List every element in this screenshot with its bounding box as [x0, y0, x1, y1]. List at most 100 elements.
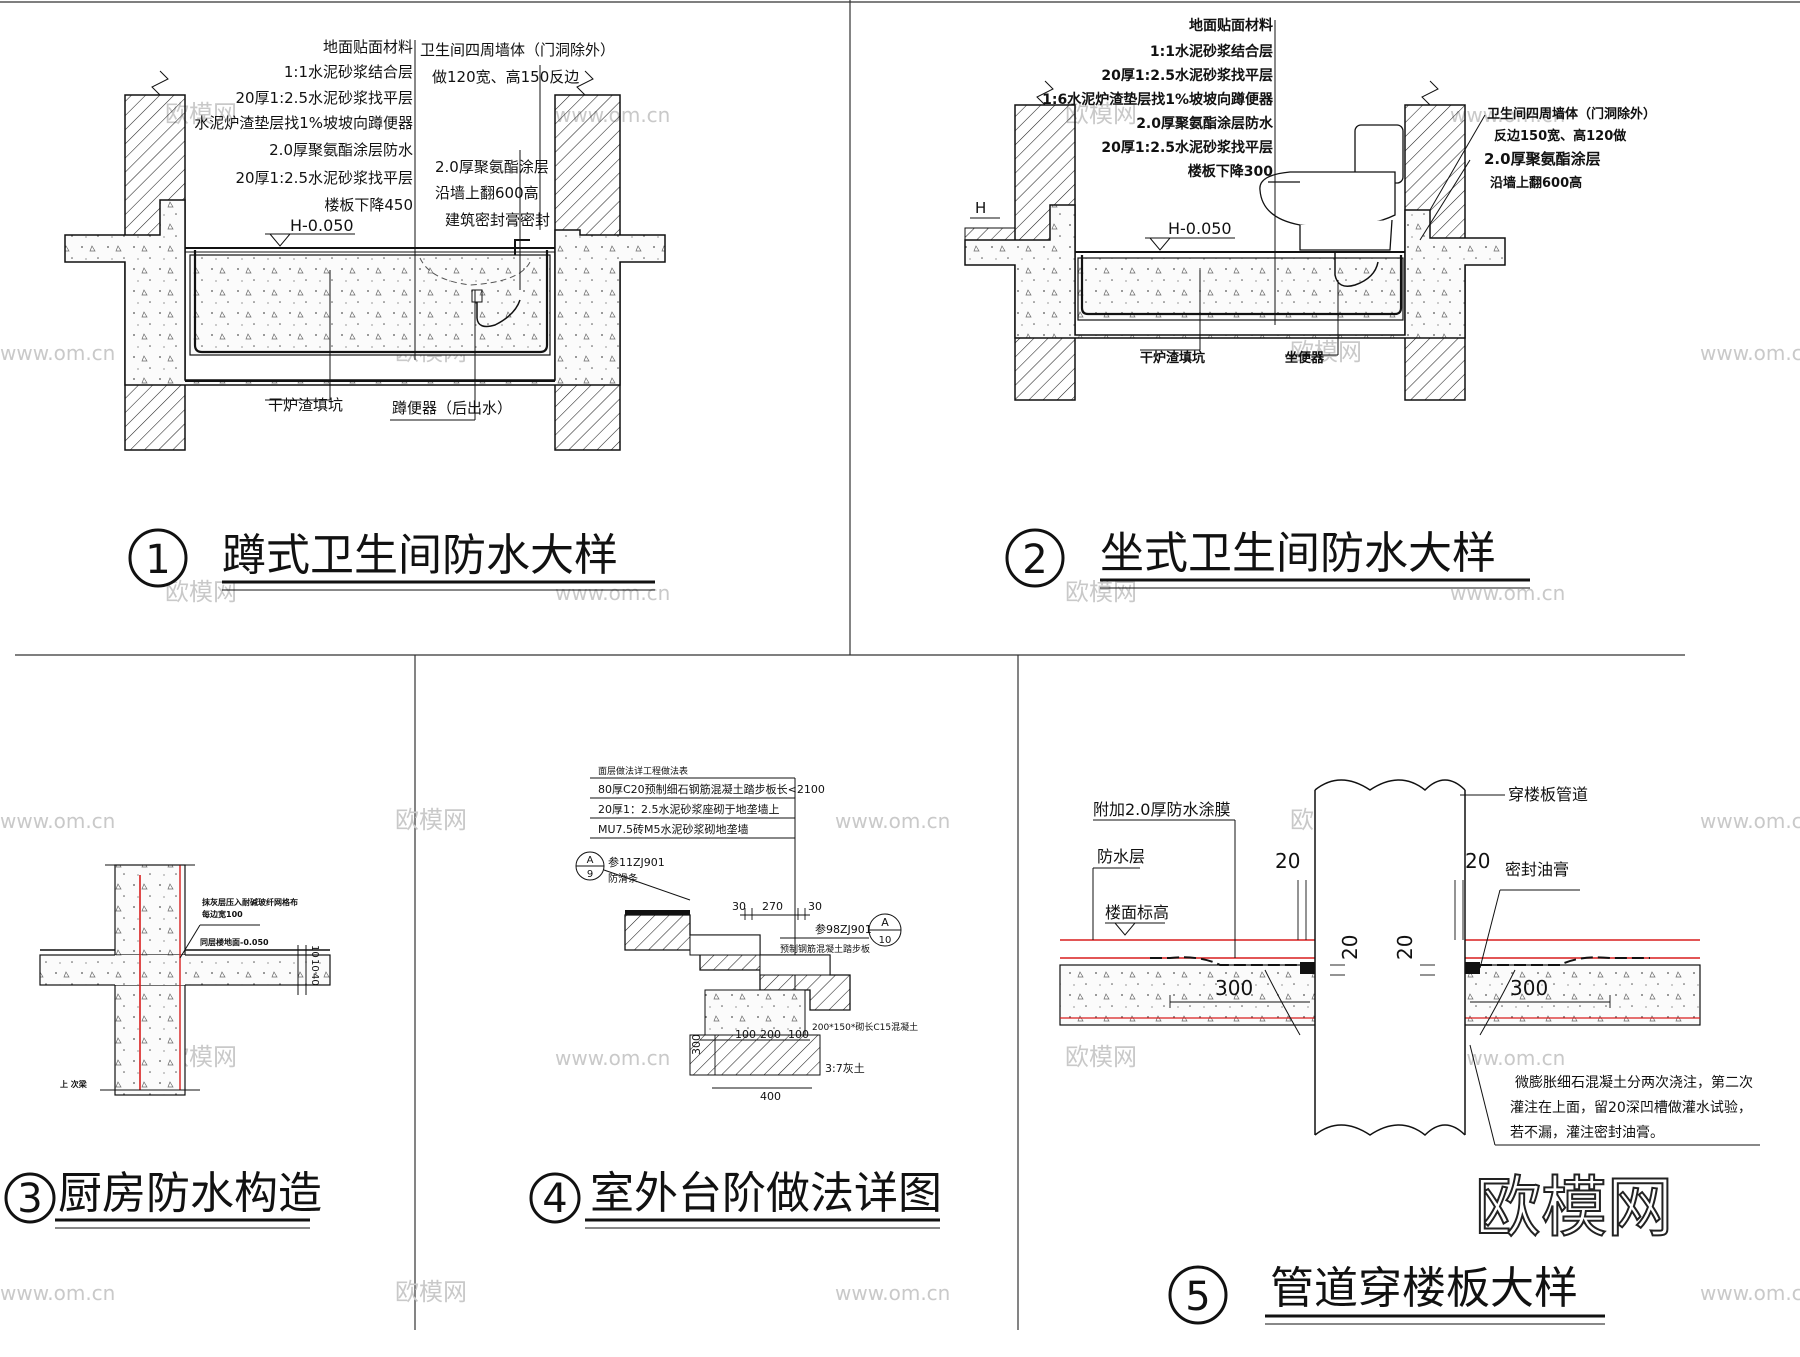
wall-note: 卫生间四周墙体（门洞除外） [1487, 106, 1656, 122]
watermark: www.om.cn [555, 1046, 670, 1070]
dim-label: 20 [1465, 849, 1490, 873]
floor-level-label: 楼面标高 [1105, 903, 1169, 922]
svg-text:9: 9 [587, 869, 593, 880]
dim-label: 100 [735, 1028, 756, 1041]
dim-label: 20 [1393, 935, 1417, 960]
watermark: 欧模网 [395, 806, 467, 834]
layer-label: 20厚1:2.5水泥砂浆找平层 [235, 169, 413, 187]
filled-pit [189, 254, 551, 356]
layer-label: 地面贴面材料 [323, 38, 413, 56]
seal-note: 建筑密封膏密封 [445, 211, 550, 229]
watermark: www.om.cn [835, 1281, 950, 1305]
wall-note: 反边150宽、高120做 [1494, 128, 1626, 144]
dim-label: 20 [1338, 935, 1362, 960]
layer-label: 2.0厚聚氨酯涂层防水 [269, 141, 413, 159]
table-cell: MU7.5砖M5水泥砂浆砌地垄墙 [598, 822, 749, 836]
table-cell: 80厚C20预制细石钢筋混凝土踏步板长<2100 [598, 782, 825, 796]
fill-label: 干炉渣填坑 [1140, 350, 1205, 366]
note-line: 灌注在上面，留20深凹槽做灌水试验， [1510, 1100, 1752, 1116]
table-cell: 面层做法详工程做法表 [598, 765, 688, 777]
note-line: 微膨胀细石混凝土分两次浇注，第二次 [1515, 1074, 1753, 1091]
layer-label: 2.0厚聚氨酯涂层防水 [1136, 115, 1274, 132]
detail-4-exterior-steps: 面层做法详工程做法表 80厚C20预制细石钢筋混凝土踏步板长<2100 20厚1… [529, 765, 942, 1229]
bottom-note: 上 次梁 [60, 1079, 88, 1089]
dim-label: 300 [690, 1034, 703, 1055]
mix-label: 200*150*砌长C15混凝土 [812, 1021, 918, 1033]
dim-label: 40 [309, 973, 320, 986]
mesh-note: 每边宽100 [202, 909, 243, 919]
watermark: www.om.cn [1700, 1281, 1800, 1305]
watermark: www.om.cn [1450, 1046, 1565, 1070]
dim-label: 30 [808, 900, 822, 913]
detail-number: 5 [1185, 1274, 1210, 1320]
watermark: www.om.cn [1450, 581, 1565, 605]
sealant-block [1465, 962, 1480, 974]
fill-label: 干炉渣填坑 [268, 396, 343, 414]
detail-number: 2 [1022, 537, 1047, 583]
dim-label: 200 [760, 1028, 781, 1041]
layer-label: 20厚1:2.5水泥砂浆找平层 [1101, 139, 1273, 156]
layer-label: 楼板下降450 [324, 196, 413, 214]
level-label: H-0.050 [290, 216, 354, 235]
level-label: 同层楼地面-0.050 [200, 937, 269, 947]
layer-label: 20厚1:2.5水泥砂浆找平层 [235, 89, 413, 107]
detail-number-circle [128, 528, 188, 588]
detail-number-circle [1168, 1265, 1228, 1325]
level-mark [268, 233, 292, 247]
watermark: 欧模网 [1065, 1043, 1137, 1071]
level-mark [1148, 237, 1172, 251]
sealant-block [1300, 962, 1315, 974]
layer-label: 楼板下降300 [1188, 163, 1273, 180]
svg-text:A: A [587, 855, 594, 866]
soil-label: 3:7灰土 [825, 1061, 865, 1075]
detail-title: 管道穿楼板大样 [1270, 1263, 1578, 1314]
detail-number: 1 [145, 537, 170, 583]
layer-label: 1:1水泥砂浆结合层 [284, 63, 413, 81]
detail-title: 蹲式卫生间防水大样 [222, 530, 618, 581]
watermark: www.om.cn [555, 581, 670, 605]
waterproof-label: 防水层 [1097, 847, 1145, 866]
detail-title: 坐式卫生间防水大样 [1100, 528, 1496, 579]
ref-std: 参11ZJ901 [608, 855, 665, 869]
svg-text:10: 10 [879, 935, 892, 946]
wall-note: 卫生间四周墙体（门洞除外） [420, 41, 615, 59]
extra-coating-label: 附加2.0厚防水涂膜 [1093, 800, 1230, 819]
watermark: www.om.cn [0, 341, 115, 365]
dim-label: 270 [762, 900, 783, 913]
level-label-left: H [975, 199, 986, 217]
coating-note: 沿墙上翻600高 [435, 184, 539, 202]
detail-title: 室外台阶做法详图 [590, 1168, 942, 1219]
dim-label: 300 [1215, 976, 1253, 1000]
note-line: 若不漏，灌注密封油膏。 [1510, 1124, 1664, 1141]
watermark: www.om.cn [0, 1281, 115, 1305]
filled-pit [1077, 257, 1404, 321]
floor-slab [64, 199, 666, 386]
pipe [1315, 790, 1465, 1135]
detail-number-circle [1005, 528, 1065, 588]
step-board [759, 954, 831, 976]
level-label: H-0.050 [1168, 219, 1232, 238]
pipe-label: 穿楼板管道 [1508, 785, 1588, 804]
floor-slab [964, 204, 1506, 339]
dim-label: 30 [732, 900, 746, 913]
dim-label: 300 [1510, 976, 1548, 1000]
coating-note: 2.0厚聚氨酯涂层 [1484, 150, 1601, 168]
watermark: 欧模网 [1065, 578, 1137, 606]
coating-note: 沿墙上翻600高 [1490, 175, 1582, 191]
watermark: 欧模网 [1290, 338, 1362, 366]
layer-label: 水泥炉渣垫层找1%坡坡向蹲便器 [194, 114, 413, 132]
board-label: 预制钢筋混凝土踏步板 [780, 943, 870, 955]
fixture-label: 蹲便器（后出水） [392, 399, 512, 417]
step-board [689, 934, 761, 956]
waterproof-layer [193, 250, 549, 354]
svg-text:A: A [881, 916, 889, 929]
watermark: 欧模网 [1065, 100, 1137, 128]
layer-label: 地面贴面材料 [1189, 17, 1273, 34]
watermark: 欧模网 [395, 1278, 467, 1306]
detail-number-circle [4, 1172, 56, 1224]
watermark: www.om.cn [0, 809, 115, 833]
lime-soil [689, 1034, 821, 1076]
seat-toilet-fixture [1259, 124, 1404, 251]
